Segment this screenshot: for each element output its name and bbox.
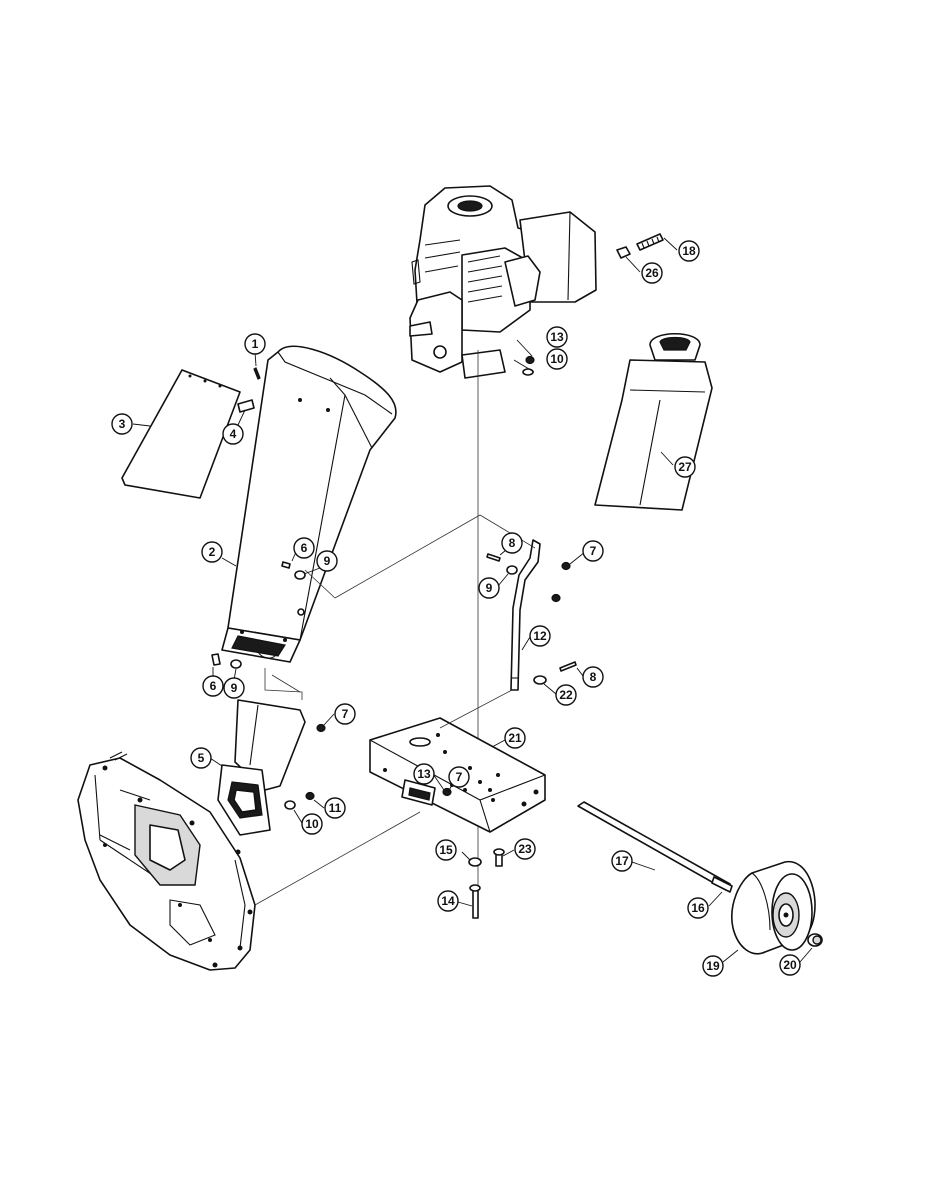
svg-text:10: 10 bbox=[550, 352, 564, 366]
svg-text:22: 22 bbox=[559, 688, 573, 702]
svg-text:7: 7 bbox=[342, 707, 349, 721]
callout-10-lower: 10 bbox=[301, 813, 323, 835]
hardware bbox=[211, 355, 577, 919]
callout-13-engine: 13 bbox=[546, 326, 568, 348]
callout-4: 4 bbox=[222, 423, 244, 445]
callout-22: 22 bbox=[555, 684, 577, 706]
callout-26: 26 bbox=[641, 262, 663, 284]
svg-text:19: 19 bbox=[706, 959, 720, 973]
part-19-wheel bbox=[731, 860, 816, 955]
svg-text:7: 7 bbox=[456, 770, 463, 784]
callout-15: 15 bbox=[435, 839, 457, 861]
svg-text:23: 23 bbox=[518, 842, 532, 856]
callout-2: 2 bbox=[201, 541, 223, 563]
callout-7-chute: 7 bbox=[334, 703, 356, 725]
callout-13-frame: 13 bbox=[413, 763, 435, 785]
svg-text:6: 6 bbox=[301, 541, 308, 555]
part-3-flap bbox=[121, 369, 241, 499]
callout-11: 11 bbox=[324, 797, 346, 819]
svg-text:9: 9 bbox=[324, 554, 331, 568]
svg-text:10: 10 bbox=[305, 817, 319, 831]
part-12-handle bbox=[510, 539, 541, 691]
callout-6-upper: 6 bbox=[293, 537, 315, 559]
svg-text:5: 5 bbox=[198, 751, 205, 765]
callout-9-handle: 9 bbox=[478, 577, 500, 599]
callout-9-upper: 9 bbox=[316, 550, 338, 572]
svg-text:9: 9 bbox=[231, 681, 238, 695]
callout-23: 23 bbox=[514, 838, 536, 860]
callout-16: 16 bbox=[687, 897, 709, 919]
svg-text:17: 17 bbox=[615, 854, 629, 868]
chipper-housing bbox=[77, 751, 256, 971]
part-2-chute bbox=[221, 345, 397, 663]
part-27-hopper-plug bbox=[594, 333, 713, 511]
callout-17: 17 bbox=[611, 850, 633, 872]
callout-6-lower: 6 bbox=[202, 675, 224, 697]
callout-18: 18 bbox=[678, 240, 700, 262]
part-5-lower-chute bbox=[217, 699, 306, 836]
callout-1: 1 bbox=[244, 333, 266, 355]
svg-text:18: 18 bbox=[682, 244, 696, 258]
svg-text:15: 15 bbox=[439, 843, 453, 857]
engine bbox=[409, 185, 597, 379]
svg-text:20: 20 bbox=[783, 958, 797, 972]
svg-text:12: 12 bbox=[533, 629, 547, 643]
callout-27: 27 bbox=[674, 456, 696, 478]
callout-8-upper: 8 bbox=[501, 532, 523, 554]
part-20-cap bbox=[807, 933, 823, 947]
svg-text:3: 3 bbox=[119, 417, 126, 431]
callout-7-frame: 7 bbox=[448, 766, 470, 788]
svg-text:13: 13 bbox=[417, 767, 431, 781]
svg-text:21: 21 bbox=[508, 731, 522, 745]
svg-text:9: 9 bbox=[486, 581, 493, 595]
svg-text:7: 7 bbox=[590, 544, 597, 558]
part-17-axle bbox=[577, 801, 733, 893]
svg-text:8: 8 bbox=[590, 670, 597, 684]
svg-text:14: 14 bbox=[441, 894, 455, 908]
svg-text:8: 8 bbox=[509, 536, 516, 550]
svg-text:2: 2 bbox=[209, 545, 216, 559]
callout-leaders bbox=[132, 237, 813, 963]
part-18-threaded-rod bbox=[636, 233, 664, 251]
callout-9-lower: 9 bbox=[223, 677, 245, 699]
svg-text:27: 27 bbox=[678, 460, 692, 474]
callout-19: 19 bbox=[702, 955, 724, 977]
svg-text:16: 16 bbox=[691, 901, 705, 915]
callout-8-lower: 8 bbox=[582, 666, 604, 688]
part-4-strip bbox=[237, 399, 255, 413]
svg-text:6: 6 bbox=[210, 679, 217, 693]
callout-21: 21 bbox=[504, 727, 526, 749]
svg-text:26: 26 bbox=[645, 266, 659, 280]
svg-text:11: 11 bbox=[329, 801, 342, 815]
svg-text:13: 13 bbox=[550, 330, 564, 344]
callout-12: 12 bbox=[529, 625, 551, 647]
part-26-nut bbox=[616, 246, 631, 259]
svg-text:1: 1 bbox=[252, 337, 259, 351]
callout-5: 5 bbox=[190, 747, 212, 769]
callout-20: 20 bbox=[779, 954, 801, 976]
callout-14: 14 bbox=[437, 890, 459, 912]
callout-10-engine: 10 bbox=[546, 348, 568, 370]
callout-3: 3 bbox=[111, 413, 133, 435]
callout-7-handle: 7 bbox=[582, 540, 604, 562]
svg-text:4: 4 bbox=[230, 427, 237, 441]
